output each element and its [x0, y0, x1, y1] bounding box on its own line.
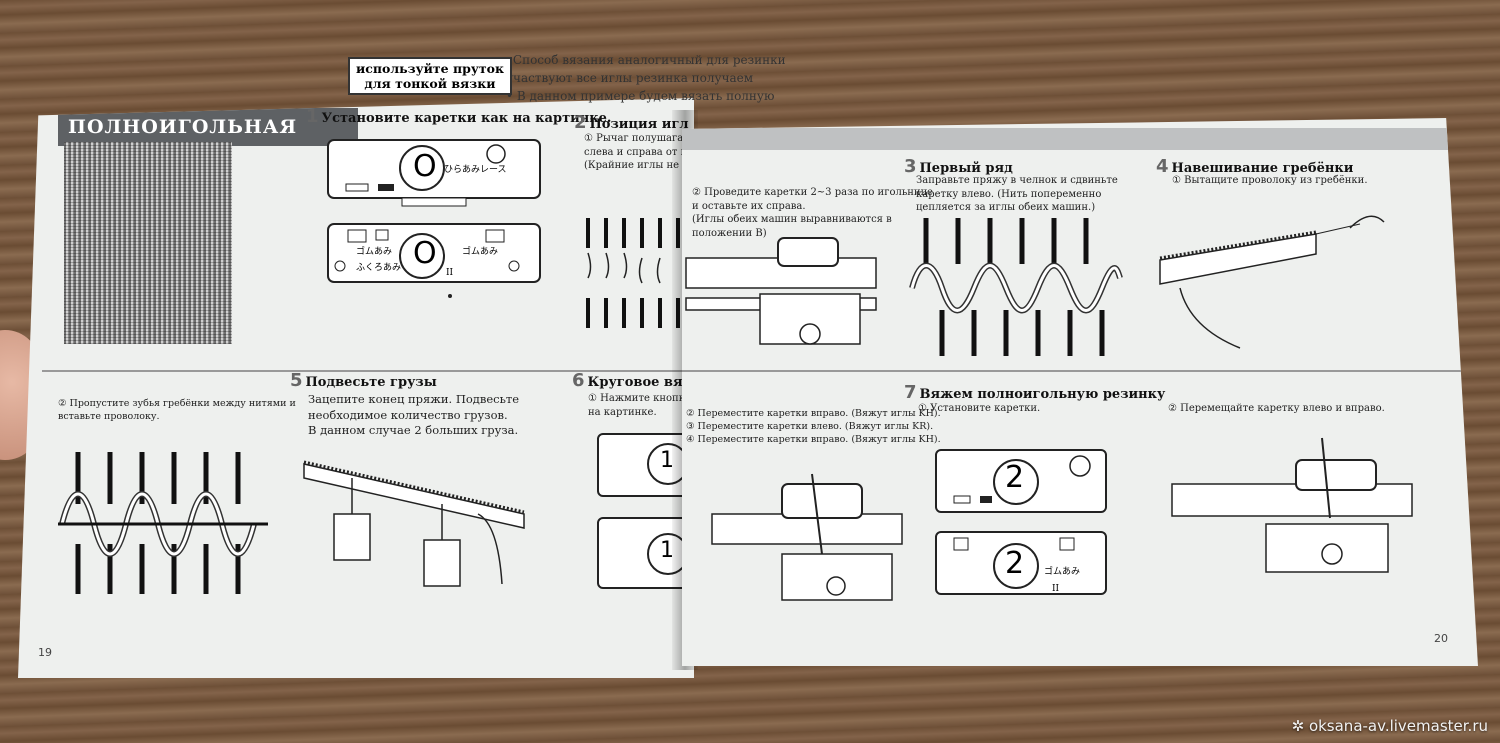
step-7-dial-1-label: 2	[1005, 460, 1025, 495]
carriage-diagram-1	[327, 139, 541, 298]
step-7-dial-2-label: 2	[1005, 546, 1025, 581]
carriage-roman-label: II	[446, 268, 454, 278]
step-7-jp-label: ゴムあみ	[1044, 567, 1081, 577]
carriage-label-rib-left: ゴムあみ	[356, 247, 393, 257]
step-6-carriage-moves: ② Переместите каретки вправо. (Вяжут игл…	[686, 408, 941, 445]
comb-needles-diagram	[58, 452, 268, 594]
weights-diagram	[303, 460, 525, 587]
left-divider	[42, 370, 694, 372]
carriage-label-tubular: ふくろあみ	[356, 263, 402, 273]
carriage-dial-1-label: O	[413, 149, 437, 184]
move-carriage-machine-diagram	[1171, 437, 1413, 573]
step-7-sub1: ① Установите каретки.	[918, 403, 1041, 414]
step-5-text: Зацепите конец пряжи. Подвесьте необходи…	[308, 392, 520, 438]
first-row-yarn-diagram	[909, 218, 1123, 356]
intro-line-3: • В данном примере будем вязать полную	[506, 89, 775, 103]
carriage-dial-2-label: O	[413, 236, 437, 271]
circular-carriage-machine-diagram	[711, 473, 903, 601]
intro-line-2: участвуют все иглы резинка получаем	[506, 71, 754, 85]
intro-line-1: • Способ вязания аналогичный для резинки	[502, 53, 786, 67]
step-7-sub2: ② Перемещайте каретку влево и вправо.	[1168, 403, 1385, 414]
step-7-roman: II	[1052, 584, 1060, 594]
carriage-settings-diagram-7	[935, 449, 1107, 595]
carriage-label-rib-right: ゴムあみ	[462, 247, 499, 257]
right-page: ② Проведите каретки 2~3 раза по игольниц…	[682, 118, 1478, 666]
carriage-machine-diagram-1	[685, 237, 877, 345]
step-6-text: ① Нажмите кнопки на на картинке.	[588, 393, 692, 418]
step-3-text: Заправьте пряжу в челнок и сдвиньте каре…	[916, 175, 1118, 213]
right-header-bar	[682, 128, 1478, 150]
page-number-left: 19	[38, 646, 52, 659]
note-box-fine-yarn-rod-visible: используйте пруток для тонкой вязки	[348, 57, 512, 95]
page-number-right: 20	[1434, 632, 1448, 645]
needle-position-diagram	[586, 218, 680, 328]
circular-dial-2-label: 1	[660, 538, 674, 563]
step-4-text: ① Вытащите проволоку из гребёнки.	[1172, 175, 1368, 186]
rib-knit-sample-photo	[64, 142, 232, 344]
right-divider	[682, 370, 1478, 372]
circular-dial-1-label: 1	[660, 448, 674, 473]
carriage-label-lace: ひらあみレース	[444, 165, 507, 175]
comb-wire-diagram	[1159, 215, 1385, 349]
watermark: ✲ oksana-av.livemaster.ru	[1291, 717, 1488, 735]
pass-carriage-note: ② Проведите каретки 2~3 раза по игольниц…	[692, 187, 933, 239]
comb-insert-note: ② Пропустите зубья гребёнки между нитями…	[58, 398, 296, 422]
